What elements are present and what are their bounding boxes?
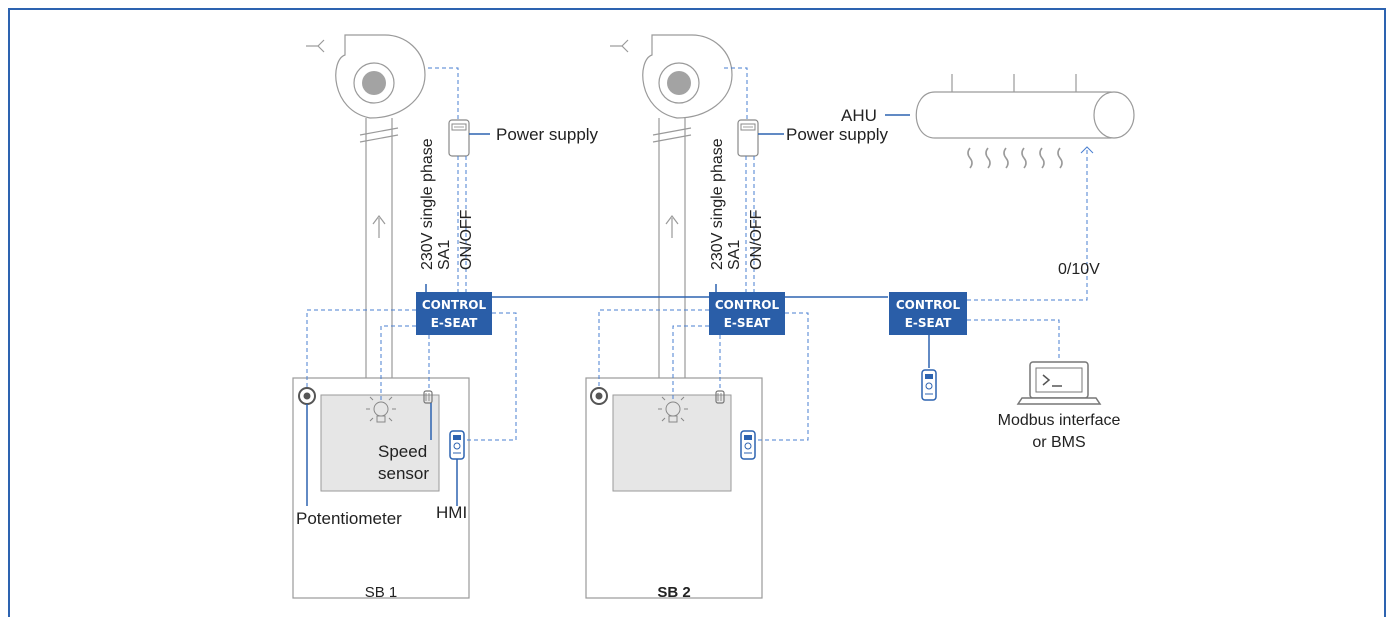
- hmi-remote-icon: [449, 430, 465, 460]
- svg-text:CONTROL: CONTROL: [896, 298, 961, 312]
- control-eseat-2: CONTROL E-SEAT: [709, 292, 785, 335]
- signal-label: 0/10V: [1058, 261, 1100, 278]
- svg-text:E-SEAT: E-SEAT: [724, 316, 771, 330]
- svg-text:CONTROL: CONTROL: [422, 298, 487, 312]
- speed-sensor-label-line2: sensor: [378, 464, 429, 483]
- modbus-label-line2: or BMS: [1032, 434, 1085, 451]
- sb1-panel: [320, 394, 440, 492]
- onoff-label-2: ON/OFF: [748, 209, 765, 270]
- hmi-remote-icon: [740, 430, 756, 460]
- power-supply-label-1: Power supply: [496, 125, 599, 144]
- speed-sensor-label-line1: Speed: [378, 442, 427, 461]
- sb1-label: SB 1: [365, 584, 398, 601]
- sb2-panel: [612, 394, 732, 492]
- speed-sensor-icon: [715, 390, 725, 404]
- duct: [359, 118, 399, 378]
- control-eseat-3: CONTROL E-SEAT: [889, 292, 967, 335]
- potentiometer-label: Potentiometer: [296, 509, 402, 528]
- bulb-icon: [366, 396, 396, 423]
- diagram-frame: [8, 8, 1386, 617]
- hmi-remote-icon: [921, 369, 937, 401]
- ahu-icon: [885, 74, 1135, 169]
- wiring: [306, 67, 1094, 506]
- sb1-unit: [292, 34, 470, 599]
- fan-icon: [610, 34, 733, 119]
- svg-text:CONTROL: CONTROL: [715, 298, 780, 312]
- svg-text:E-SEAT: E-SEAT: [905, 316, 952, 330]
- duct: [652, 118, 692, 378]
- sa1-label-2: SA1: [726, 240, 743, 270]
- ahu-label: AHU: [841, 106, 877, 125]
- phase-label-2: 230V single phase: [709, 138, 726, 270]
- sa1-label-1: SA1: [436, 240, 453, 270]
- fan-icon: [306, 34, 426, 119]
- bulb-icon: [658, 396, 688, 423]
- phase-label-1: 230V single phase: [419, 138, 436, 270]
- potentiometer-icon: [590, 387, 608, 405]
- modbus-label-line1: Modbus interface: [998, 412, 1121, 429]
- speed-sensor-icon: [423, 390, 433, 404]
- sb2-unit: [585, 34, 763, 599]
- sb2-label: SB 2: [657, 584, 690, 601]
- onoff-label-1: ON/OFF: [458, 209, 475, 270]
- laptop-icon: [1016, 361, 1102, 405]
- hmi-label: HMI: [436, 503, 467, 522]
- power-supply-icon: [448, 119, 490, 157]
- power-supply-icon: [737, 119, 784, 157]
- control-eseat-1: CONTROL E-SEAT: [416, 292, 492, 335]
- power-supply-label-2: Power supply: [786, 125, 889, 144]
- svg-text:E-SEAT: E-SEAT: [431, 316, 478, 330]
